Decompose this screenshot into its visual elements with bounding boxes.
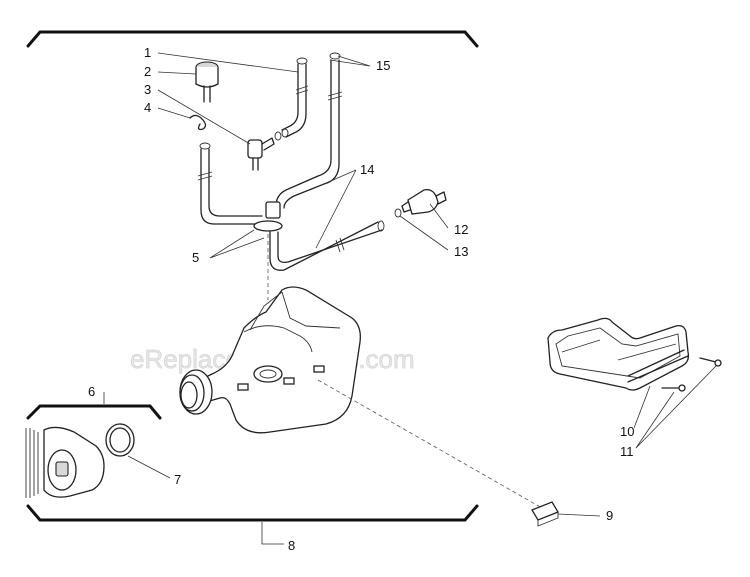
part-12-fitting: [401, 188, 447, 215]
callout-9: 9: [606, 508, 613, 523]
assembly-line-tank-to-9: [317, 379, 543, 509]
callout-13: 13: [454, 244, 468, 259]
callout-4: 4: [144, 100, 151, 115]
callout-1: 1: [144, 45, 151, 60]
part-15-hose-rings: [296, 52, 341, 65]
part-6-fuel-cap: [25, 426, 105, 498]
leader-lines: [103, 52, 717, 545]
frame-top: [26, 30, 479, 48]
part-8-fuel-tank: [179, 286, 361, 434]
part-9-pad: [531, 501, 559, 527]
callout-14: 14: [360, 162, 374, 177]
callout-11: 11: [620, 444, 634, 459]
part-13-o-ring: [394, 208, 402, 218]
part-3-elbow-fitting: [247, 128, 289, 171]
callout-3: 3: [144, 82, 151, 97]
part-7-cap-gasket: [105, 423, 135, 457]
callout-5: 5: [192, 250, 199, 265]
part-left-pickup-hose: [197, 142, 263, 225]
frame-sub-top: [26, 404, 162, 420]
callout-10: 10: [620, 424, 634, 439]
part-5-grommet: [253, 201, 283, 232]
frame-bottom: [26, 504, 479, 522]
callout-2: 2: [144, 64, 151, 79]
part-10-mounting-bracket: [547, 317, 690, 391]
part-11-screws: [661, 357, 722, 392]
callout-12: 12: [454, 222, 468, 237]
part-2-fuel-filter: [195, 61, 219, 103]
callout-15: 15: [376, 58, 390, 73]
callout-8: 8: [288, 538, 295, 553]
part-4-clip: [189, 114, 207, 131]
callout-7: 7: [174, 472, 181, 487]
part-14-supply-hose: [275, 59, 343, 209]
part-lower-hose: [269, 220, 385, 271]
part-1-return-hose: [281, 63, 309, 138]
callout-6: 6: [88, 384, 95, 399]
